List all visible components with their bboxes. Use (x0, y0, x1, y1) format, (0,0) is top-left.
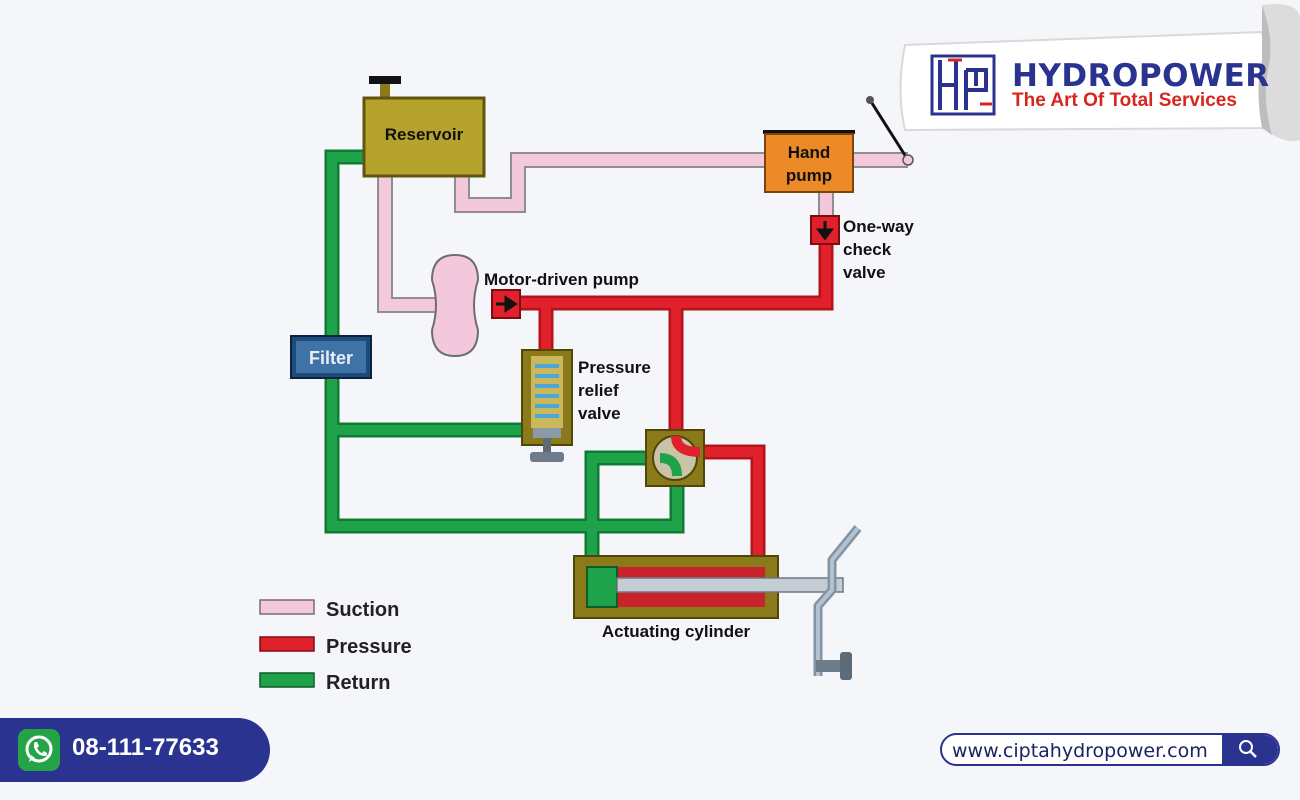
relief-valve-label-line2: relief (578, 381, 619, 400)
hand-pump: Hand pump (763, 96, 914, 193)
suction-lines (377, 152, 908, 313)
website-bar: www.ciptahydropower.com (940, 733, 1280, 766)
motor-pump-label: Motor-driven pump (484, 270, 639, 289)
hand-pump-label-line1: Hand (788, 143, 831, 162)
filter: Filter (290, 335, 372, 379)
relief-valve-label-line3: valve (578, 404, 621, 423)
actuating-cylinder: Actuating cylinder (573, 555, 844, 641)
legend-swatch-pressure (259, 636, 315, 652)
brand-tagline: The Art Of Total Services (1012, 90, 1237, 111)
motor-driven-pump: Motor-driven pump (430, 253, 639, 358)
check-valve-label-line3: valve (843, 263, 886, 282)
brand-name: HYDROPOWER (1012, 58, 1270, 94)
check-valve: One-way check valve (810, 215, 914, 282)
phone-number[interactable]: 08-111-77633 (72, 734, 219, 761)
reservoir: Reservoir (362, 76, 486, 178)
legend-label-return: Return (326, 672, 390, 694)
cylinder-label: Actuating cylinder (602, 622, 751, 641)
legend-label-pressure: Pressure (326, 636, 412, 658)
legend-label-suction: Suction (326, 599, 399, 621)
check-valve-label-line2: check (843, 240, 892, 259)
linkage-arm (813, 525, 862, 680)
hand-pump-label-line2: pump (786, 166, 832, 185)
logo-mark (930, 54, 996, 116)
legend-swatch-suction (259, 599, 315, 615)
whatsapp-icon[interactable] (18, 729, 60, 771)
check-valve-label-line1: One-way (843, 217, 914, 236)
relief-valve-label-line1: Pressure (578, 358, 651, 377)
search-button[interactable] (1222, 735, 1278, 764)
selector-valve (645, 429, 705, 487)
search-icon (1239, 740, 1257, 758)
legend-swatch-return (259, 672, 315, 688)
legend: Suction Pressure Return (259, 599, 412, 694)
website-url[interactable]: www.ciptahydropower.com (952, 740, 1208, 762)
pressure-relief-valve: Pressure relief valve (521, 349, 651, 462)
reservoir-label: Reservoir (385, 125, 464, 144)
filter-label: Filter (309, 348, 353, 368)
